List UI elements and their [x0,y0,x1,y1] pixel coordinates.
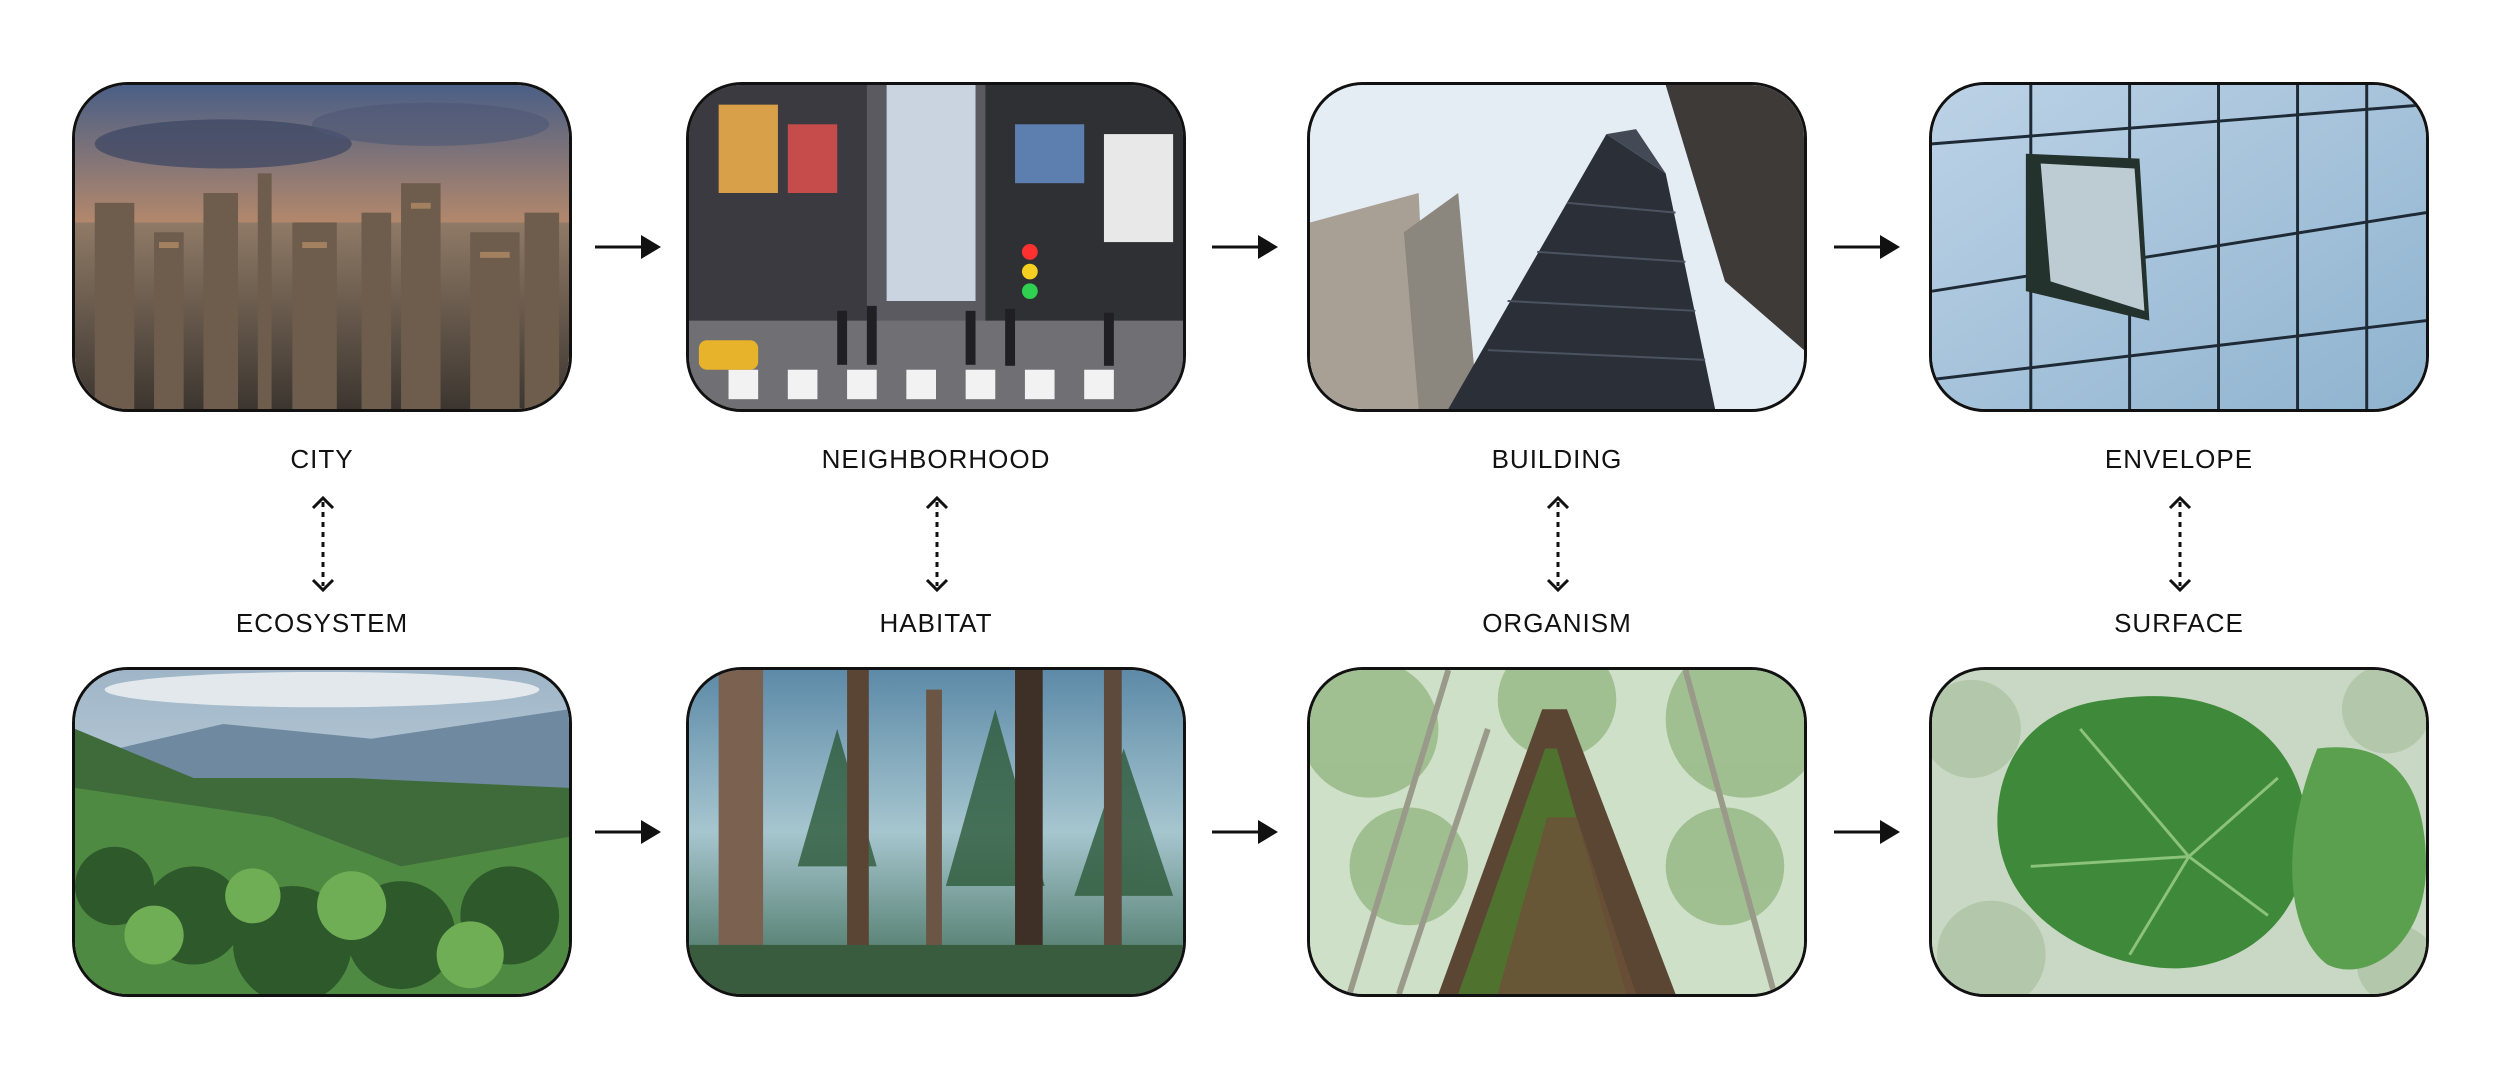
flow-arrow-urban-1 [1212,235,1278,259]
building-image [1307,82,1807,412]
natural-label-3: SURFACE [2114,608,2244,638]
natural-label-1: HABITAT [879,608,993,638]
urban-label-2: BUILDING [1491,444,1623,474]
analogy-double-arrow-1 [925,495,949,593]
flow-arrow-urban-0 [595,235,661,259]
habitat-image [686,667,1186,997]
envelope-image [1929,82,2429,412]
natural-label-2: ORGANISM [1482,608,1632,638]
urban-label-0: CITY [290,444,354,474]
analogy-double-arrow-0 [311,495,335,593]
natural-label-0: ECOSYSTEM [235,608,409,638]
flow-arrow-natural-1 [1212,820,1278,844]
organism-image [1307,667,1807,997]
flow-arrow-natural-2 [1834,820,1900,844]
analogy-double-arrow-2 [1546,495,1570,593]
analogy-double-arrow-3 [2168,495,2192,593]
urban-label-1: NEIGHBORHOOD [821,444,1051,474]
ecosystem-image [72,667,572,997]
flow-arrow-natural-0 [595,820,661,844]
city-image [72,82,572,412]
neighborhood-image [686,82,1186,412]
urban-label-3: ENVELOPE [2104,444,2254,474]
flow-arrow-urban-2 [1834,235,1900,259]
surface-image [1929,667,2429,997]
